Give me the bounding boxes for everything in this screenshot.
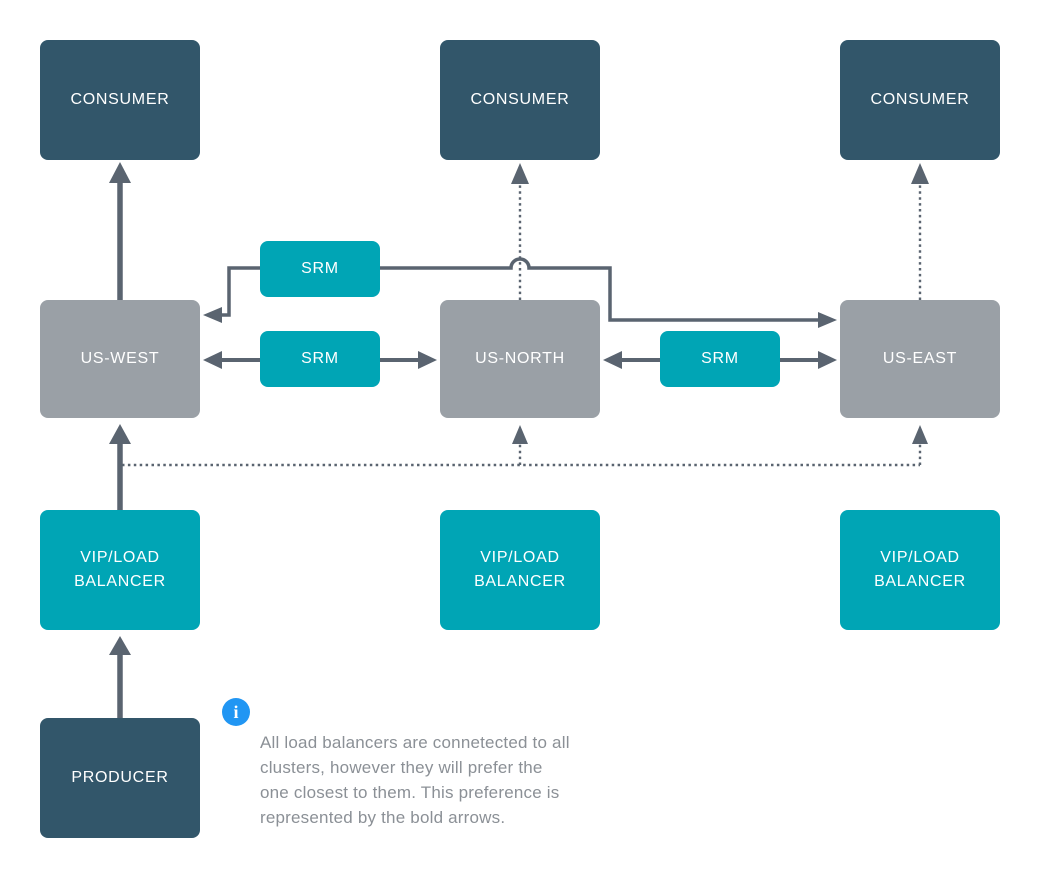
- note-line: clusters, however they will prefer the: [260, 758, 543, 777]
- note-line: one closest to them. This preference is: [260, 783, 560, 802]
- node-label-line1: VIP/LOAD: [80, 549, 160, 566]
- node-label-line2: BALANCER: [874, 573, 966, 590]
- node-label: CONSUMER: [470, 91, 570, 108]
- node-lb-east: VIP/LOAD BALANCER: [840, 510, 1000, 630]
- node-label-line1: VIP/LOAD: [480, 549, 560, 566]
- node-label: CONSUMER: [870, 91, 970, 108]
- node-lb-north: VIP/LOAD BALANCER: [440, 510, 600, 630]
- node-consumer-north: CONSUMER: [440, 40, 600, 160]
- node-srm-top: SRM: [260, 241, 380, 297]
- note-line: represented by the bold arrows.: [260, 808, 506, 827]
- node-label: SRM: [301, 350, 339, 367]
- dotted-arrow-us-east-to-consumer-east: [911, 163, 929, 300]
- node-label-line1: VIP/LOAD: [880, 549, 960, 566]
- note-line: All load balancers are connetected to al…: [260, 733, 570, 752]
- srm-top-to-us-east-line: [380, 257, 837, 328]
- arrow-lb-west-to-us-west: [109, 424, 131, 510]
- note-text: All load balancers are connetected to al…: [260, 730, 680, 830]
- node-label: US-NORTH: [475, 350, 565, 367]
- info-icon: i: [222, 698, 250, 726]
- node-label: PRODUCER: [71, 769, 169, 786]
- dotted-arrow-us-north-to-consumer-north: [511, 163, 529, 300]
- node-label: SRM: [301, 260, 339, 277]
- info-icon-glyph: i: [233, 701, 239, 722]
- node-label-line2: BALANCER: [474, 573, 566, 590]
- node-producer: PRODUCER: [40, 718, 200, 838]
- arrow-producer-to-lb-west: [109, 636, 131, 718]
- node-srm-west: SRM: [260, 331, 380, 387]
- dotted-arrow-to-us-east-bottom: [912, 425, 928, 465]
- srm-top-to-us-west-line: [203, 266, 260, 323]
- node-lb-west: VIP/LOAD BALANCER: [40, 510, 200, 630]
- node-srm-east: SRM: [660, 331, 780, 387]
- node-consumer-west: CONSUMER: [40, 40, 200, 160]
- node-consumer-east: CONSUMER: [840, 40, 1000, 160]
- node-label: SRM: [701, 350, 739, 367]
- node-label: CONSUMER: [70, 91, 170, 108]
- dotted-arrow-to-us-north-bottom: [512, 425, 528, 465]
- node-us-east-cluster: US-EAST: [840, 300, 1000, 418]
- arrow-us-west-to-consumer-west: [109, 162, 131, 300]
- node-us-north-cluster: US-NORTH: [440, 300, 600, 418]
- node-label: US-EAST: [882, 350, 958, 367]
- node-label: US-WEST: [80, 350, 160, 367]
- node-us-west-cluster: US-WEST: [40, 300, 200, 418]
- node-label-line2: BALANCER: [74, 573, 166, 590]
